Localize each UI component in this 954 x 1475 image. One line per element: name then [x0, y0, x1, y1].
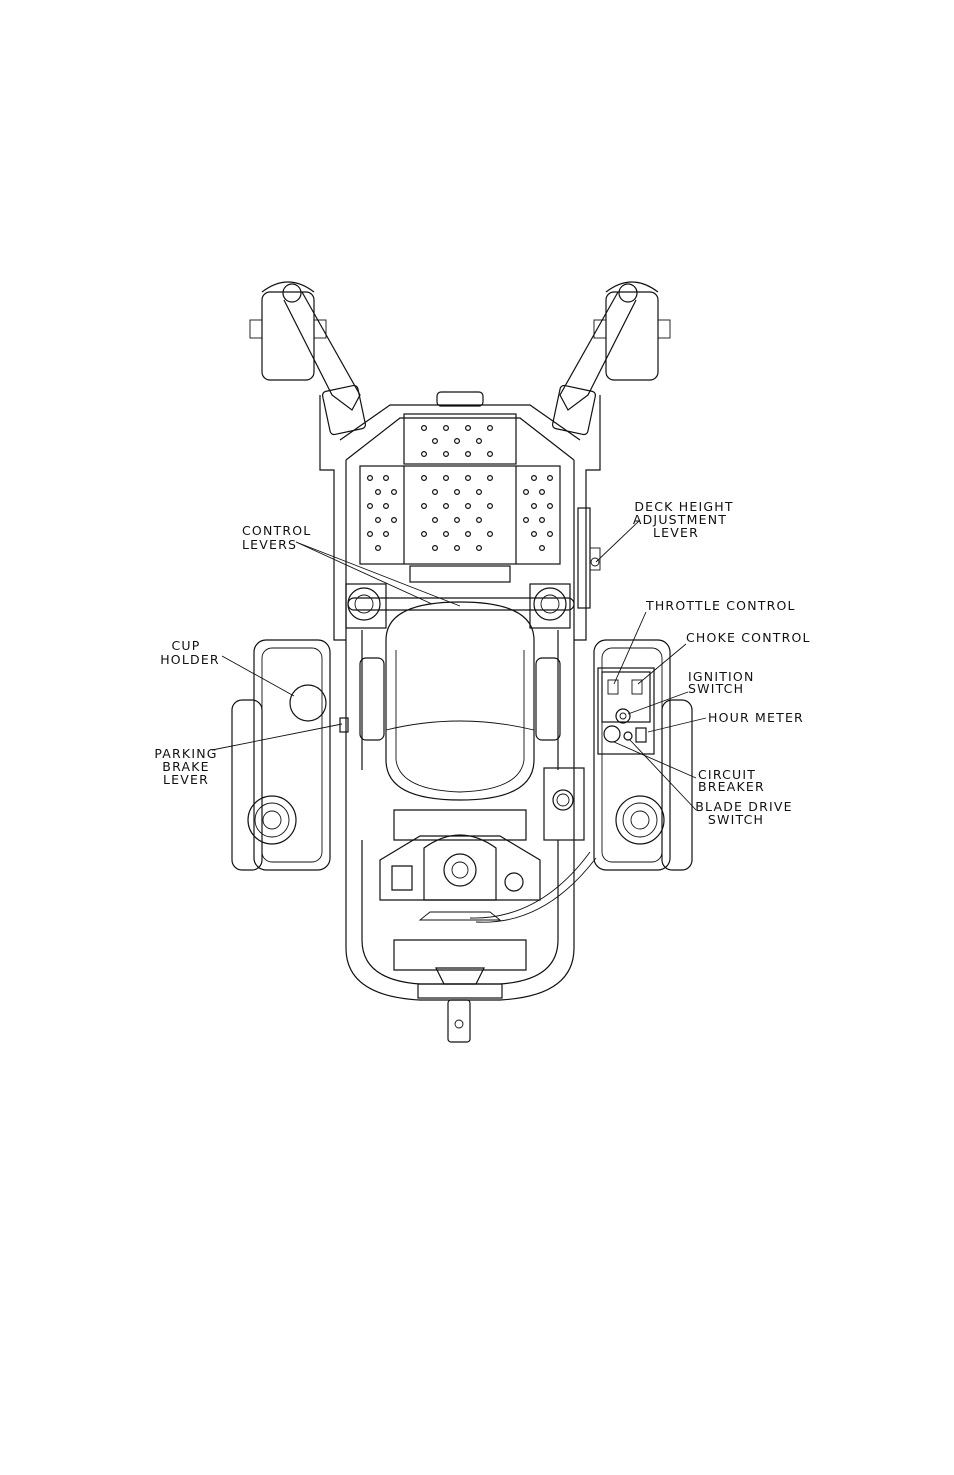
mower-drawing — [231, 281, 693, 1043]
label-hour-meter: HOUR METER — [708, 710, 804, 725]
leader-lines — [211, 519, 707, 811]
cup-holder — [289, 684, 327, 722]
right-fender — [593, 639, 693, 871]
label-throttle-control: THROTTLE CONTROL — [645, 598, 796, 613]
engine — [379, 834, 597, 923]
left-fender — [231, 639, 331, 871]
footplate-holes — [367, 425, 553, 551]
front-caster-right — [551, 281, 671, 436]
control-panel — [597, 667, 655, 755]
label-choke-control: CHOKE CONTROL — [686, 630, 811, 645]
front-caster-left — [249, 281, 367, 436]
